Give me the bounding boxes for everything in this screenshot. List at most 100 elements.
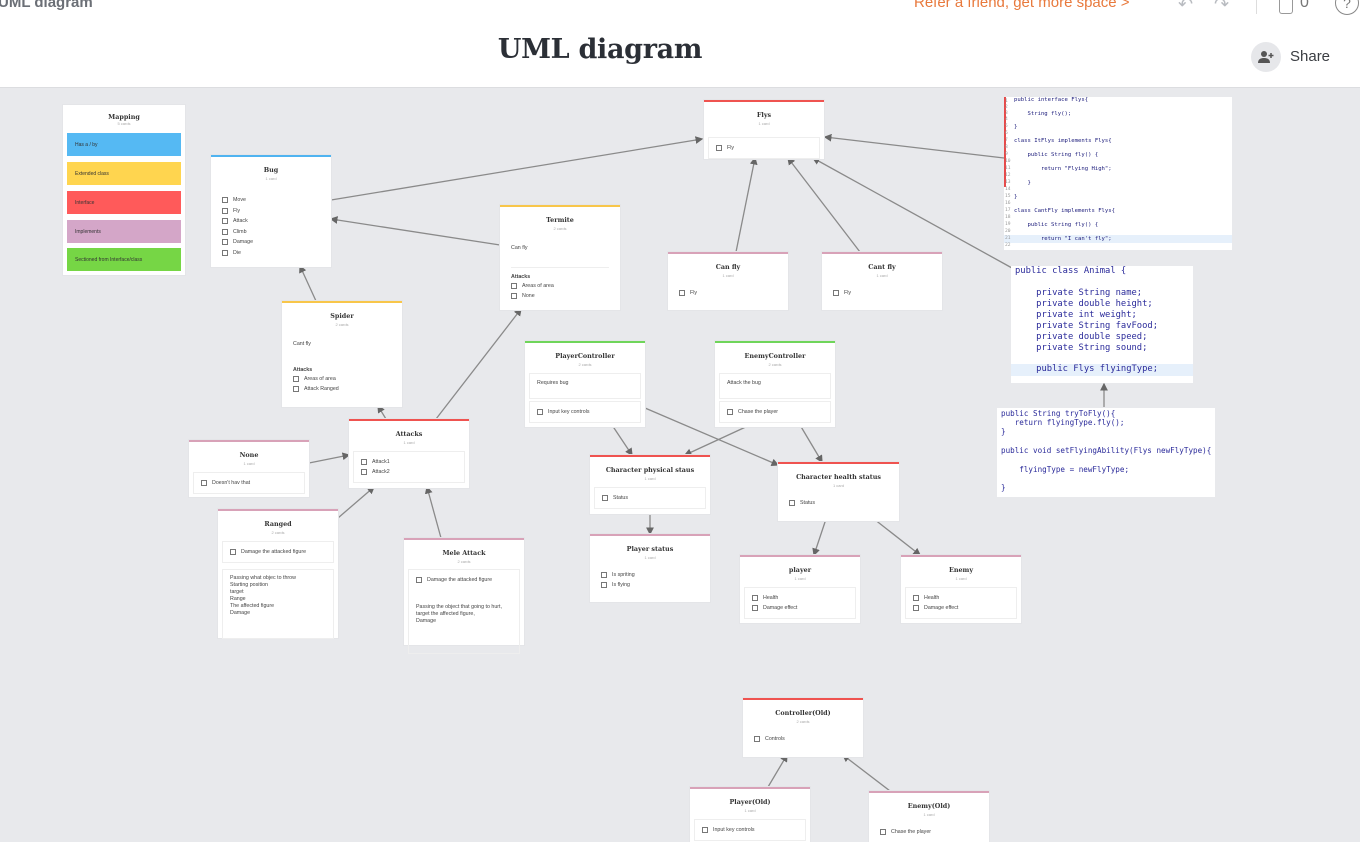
card-player[interactable]: player 1 card Health Damage effect: [740, 555, 860, 623]
checklist-item[interactable]: Is flying: [601, 580, 699, 590]
checklist-item[interactable]: Fly: [716, 143, 812, 153]
checkbox-icon[interactable]: [222, 239, 228, 246]
checkbox-icon[interactable]: [222, 197, 228, 204]
card-none[interactable]: None 1 card Doesn't hav that: [189, 440, 309, 497]
card-enemy[interactable]: Enemy 1 card Health Damage effect: [901, 555, 1021, 623]
card-player-old[interactable]: Player(Old) 1 card Input key controls: [690, 787, 810, 842]
checklist-item[interactable]: Damage the attacked figure: [416, 575, 512, 585]
card-player-controller[interactable]: PlayerController 2 cards Requires bug In…: [525, 341, 645, 427]
legend-mapping[interactable]: Mapping 5 cards Has a / by Extended clas…: [63, 105, 185, 275]
card-can-fly[interactable]: Can fly 1 card Fly: [668, 252, 788, 310]
checklist-item[interactable]: Damage: [222, 237, 320, 248]
checklist-item[interactable]: Attack2: [361, 467, 457, 477]
checkbox-icon[interactable]: [913, 605, 919, 611]
checklist-item[interactable]: Input key controls: [702, 825, 798, 835]
link-termite-bug: [329, 216, 501, 246]
checklist-item[interactable]: Status: [789, 498, 888, 508]
code-flys-interface[interactable]: public interface Flys{ String fly(); } c…: [1004, 97, 1232, 250]
checkbox-icon[interactable]: [601, 582, 607, 588]
checkbox-icon[interactable]: [537, 409, 543, 415]
card-attacks[interactable]: Attacks 1 card Attack1 Attack2: [349, 419, 469, 488]
code-try-to-fly[interactable]: public String tryToFly(){ return flyingT…: [997, 408, 1215, 497]
checklist-item[interactable]: Doesn't hav that: [201, 478, 297, 488]
checklist-item[interactable]: Attack: [222, 216, 320, 227]
card-cant-fly[interactable]: Cant fly 1 card Fly: [822, 252, 942, 310]
card-flys[interactable]: Flys 1 card Fly: [704, 100, 824, 159]
checkbox-icon[interactable]: [833, 290, 839, 296]
device-icon[interactable]: [1279, 0, 1293, 14]
checkbox-icon[interactable]: [361, 459, 367, 465]
card-physical-status[interactable]: Character physical staus 1 card Status: [590, 455, 710, 514]
checklist-item[interactable]: Status: [602, 493, 698, 503]
checklist-item[interactable]: Die: [222, 248, 320, 259]
card-enemy-old[interactable]: Enemy(Old) 1 card Chase the player: [869, 791, 989, 842]
checkbox-icon[interactable]: [511, 293, 517, 299]
checklist-item[interactable]: Damage effect: [913, 603, 1009, 613]
checkbox-icon[interactable]: [727, 409, 733, 415]
checkbox-icon[interactable]: [416, 577, 422, 583]
card-spider[interactable]: Spider 2 cards Cant fly Attacks Areas of…: [282, 301, 402, 407]
card-enemy-controller[interactable]: EnemyController 2 cards Attack the bug C…: [715, 341, 835, 427]
card-player-status[interactable]: Player status 1 card Is spriting Is flyi…: [590, 534, 710, 602]
checkbox-icon[interactable]: [293, 376, 299, 382]
card-termite[interactable]: Termite 2 cards Can fly Attacks Areas of…: [500, 205, 620, 310]
help-icon[interactable]: ?: [1335, 0, 1359, 15]
checkbox-icon[interactable]: [230, 549, 236, 555]
breadcrumb[interactable]: UML diagram: [0, 0, 93, 11]
checklist-item[interactable]: Fly: [679, 288, 777, 298]
checklist-item[interactable]: Attack1: [361, 457, 457, 467]
checklist-item[interactable]: Fly: [222, 206, 320, 217]
checklist-item[interactable]: Areas of area: [511, 281, 609, 291]
checkbox-icon[interactable]: [679, 290, 685, 296]
checkbox-icon[interactable]: [222, 218, 228, 225]
code-line: flyingType = newFlyType;: [1001, 465, 1130, 474]
checkbox-icon[interactable]: [222, 228, 228, 235]
checklist-item[interactable]: Chase the player: [880, 827, 978, 837]
checklist-item[interactable]: Input key controls: [537, 407, 633, 417]
card-checklist: Fly: [708, 137, 820, 159]
code-animal-class[interactable]: public class Animal { private String nam…: [1011, 266, 1193, 383]
card-controller-old[interactable]: Controller(Old) 2 cards Controls: [743, 698, 863, 757]
checklist-item[interactable]: Damage effect: [752, 603, 848, 613]
undo-icon[interactable]: ↶: [1178, 0, 1194, 14]
checkbox-icon[interactable]: [601, 572, 607, 578]
checklist-item[interactable]: Fly: [833, 288, 931, 298]
share-user-icon[interactable]: [1251, 42, 1281, 72]
checkbox-icon[interactable]: [752, 595, 758, 601]
checklist-item[interactable]: Chase the player: [727, 407, 823, 417]
checklist-item[interactable]: Areas of area: [293, 374, 391, 384]
checkbox-icon[interactable]: [716, 145, 722, 151]
card-checklist: Chase the player: [719, 401, 831, 423]
redo-icon[interactable]: ↷: [1214, 0, 1230, 14]
checkbox-icon[interactable]: [754, 736, 760, 742]
checkbox-icon[interactable]: [511, 283, 517, 289]
checklist-item[interactable]: Damage the attacked figure: [230, 547, 326, 557]
checklist-item[interactable]: Controls: [754, 734, 852, 744]
checklist-item[interactable]: Health: [913, 593, 1009, 603]
card-mele-attack[interactable]: Mele Attack 2 cards Damage the attacked …: [404, 538, 524, 654]
checklist-item[interactable]: Climb: [222, 227, 320, 238]
share-button[interactable]: Share: [1290, 48, 1331, 65]
card-bug[interactable]: Bug 1 card Move Fly Attack Climb Damage …: [211, 155, 331, 267]
checkbox-icon[interactable]: [789, 500, 795, 506]
checkbox-icon[interactable]: [222, 249, 228, 256]
checklist-item[interactable]: Move: [222, 195, 320, 206]
line-number: 14: [1005, 187, 1011, 192]
checkbox-icon[interactable]: [361, 469, 367, 475]
checkbox-icon[interactable]: [752, 605, 758, 611]
checklist-item[interactable]: Attack Ranged: [293, 384, 391, 394]
card-health-status[interactable]: Character health status 1 card Status: [778, 462, 899, 521]
checkbox-icon[interactable]: [913, 595, 919, 601]
checkbox-icon[interactable]: [222, 207, 228, 214]
checkbox-icon[interactable]: [880, 829, 886, 835]
checkbox-icon[interactable]: [201, 480, 207, 486]
checklist-item[interactable]: Health: [752, 593, 848, 603]
checkbox-icon[interactable]: [702, 827, 708, 833]
checklist-item[interactable]: None: [511, 291, 609, 301]
checkbox-icon[interactable]: [293, 386, 299, 392]
card-ranged[interactable]: Ranged 2 cards Damage the attacked figur…: [218, 509, 338, 639]
checklist-item[interactable]: Is spriting: [601, 570, 699, 580]
card-subtitle: 1 card: [923, 812, 935, 817]
refer-friend-link[interactable]: Refer a friend, get more space >: [914, 0, 1130, 11]
checkbox-icon[interactable]: [602, 495, 608, 501]
